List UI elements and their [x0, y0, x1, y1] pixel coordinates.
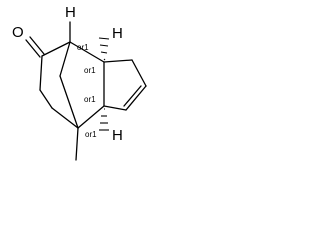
bond-cp-3-double	[123, 85, 142, 107]
stereo-label-bridgehead-top: or1	[77, 43, 89, 52]
hash-top-4	[98, 37, 110, 40]
hatched-wedges	[98, 37, 110, 131]
bond-methyl	[75, 127, 79, 161]
bond-lines	[25, 21, 147, 161]
bond-cp-4	[103, 105, 127, 111]
hydrogen-ring-top-label: H	[112, 25, 123, 42]
bond-carbonyl-a	[25, 39, 41, 58]
oxygen-atom-label: O	[12, 24, 24, 41]
bond-cp-3	[125, 85, 147, 111]
bond-c1-c2	[41, 41, 71, 57]
stereo-label-ring-fusion-bottom: or1	[84, 95, 96, 104]
hydrogen-ring-bottom-label: H	[112, 127, 123, 144]
bond-bridge-top	[59, 41, 71, 77]
bond-bottom-fusion	[77, 105, 105, 129]
hydrogen-top-label: H	[65, 4, 76, 21]
hash-top-2	[100, 51, 108, 54]
bond-cp-2	[131, 59, 147, 87]
stereo-label-bridgehead-bottom: or1	[85, 130, 97, 139]
bond-c2-c3	[39, 55, 43, 91]
hash-top-1	[103, 58, 106, 61]
hash-top-3	[99, 44, 109, 47]
bond-c4-c5	[51, 107, 79, 129]
bond-top-fusion	[69, 41, 105, 63]
stereo-label-ring-fusion-top: or1	[84, 66, 96, 75]
bond-cp-1	[103, 59, 133, 63]
bond-c3-c4	[39, 89, 53, 109]
bond-carbonyl-b	[29, 36, 45, 55]
chemical-structure: O H H H or1 or1 or1 or1	[12, 4, 147, 161]
bond-bridge-bottom	[59, 75, 79, 129]
